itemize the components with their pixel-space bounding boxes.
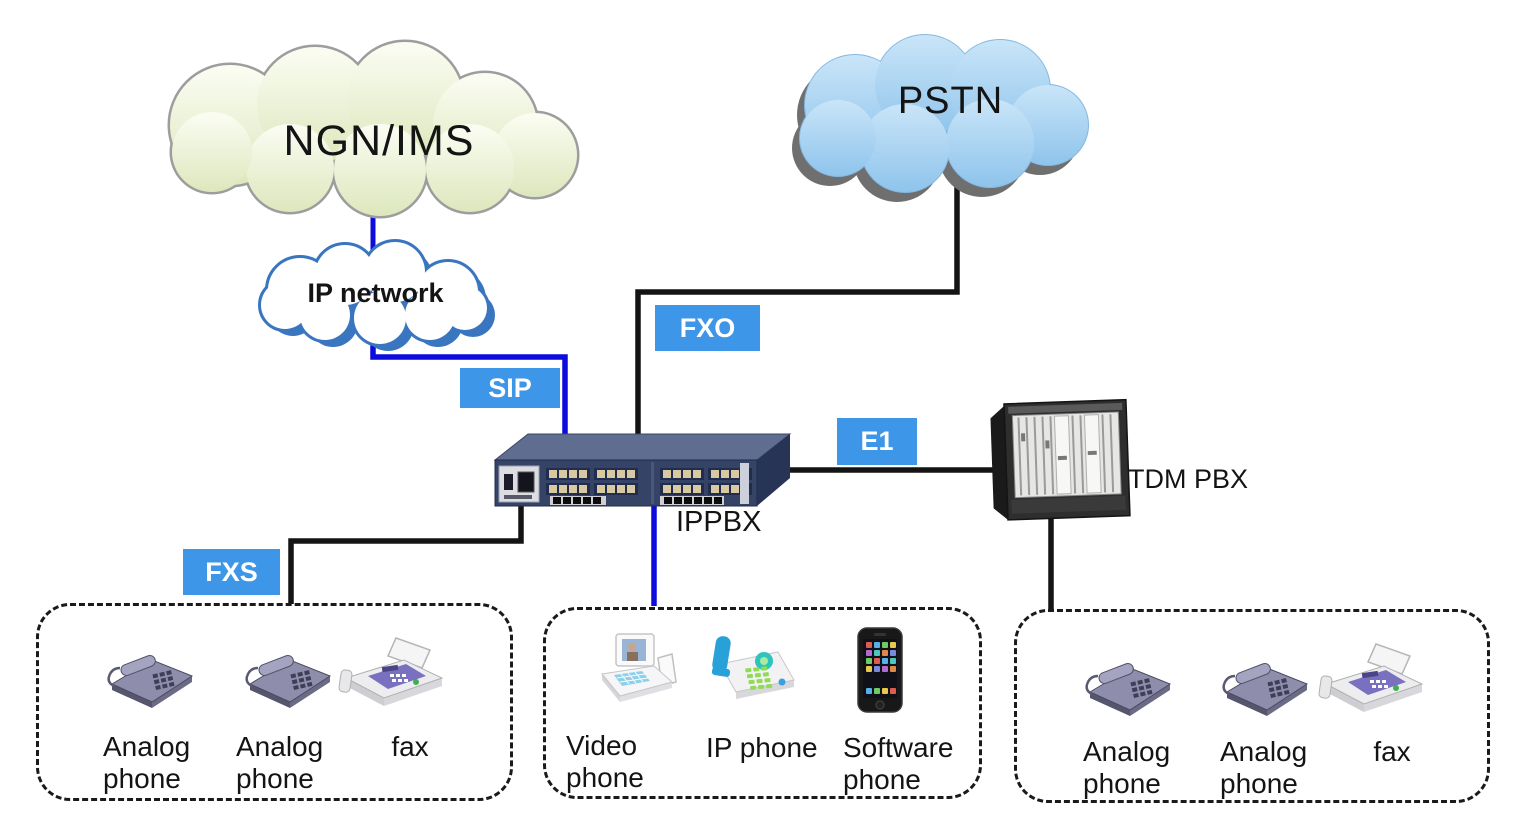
analog-phone-label: Analog phone — [103, 731, 191, 795]
pstn-label: PSTN — [897, 80, 1004, 122]
sip-link-label: SIP — [460, 368, 560, 408]
fax-label: fax — [1373, 736, 1411, 767]
fxo-link-label: FXO — [655, 305, 760, 351]
connection-lines — [288, 165, 1054, 610]
fxs-zone-box — [36, 603, 513, 801]
ip-phone-label: IP phone — [706, 732, 818, 763]
analog-phone-label: Analog phone — [1220, 736, 1308, 800]
ngn-ims-label: NGN/IMS — [283, 117, 475, 165]
analog-phone-label: Analog phone — [236, 731, 324, 795]
fax-label: fax — [391, 731, 429, 762]
fxs-connection-line — [288, 498, 524, 604]
ippbx-rack-icon — [493, 433, 792, 507]
fxs-link-label: FXS — [183, 549, 280, 595]
video-phone-label: Video phone — [566, 730, 644, 794]
fxo-connection-line — [635, 165, 960, 444]
tdm-pbx-chassis-icon — [990, 398, 1131, 521]
analog-phone-label: Analog phone — [1083, 736, 1171, 800]
ip-phones-zone-box — [543, 607, 982, 799]
software-phone-label: Software phone — [843, 732, 954, 796]
tdm-pbx-label: TDM PBX — [1128, 464, 1249, 494]
ippbx-label: IPPBX — [676, 506, 762, 538]
ip-network-label: IP network — [307, 278, 444, 308]
tdm-zone-box — [1014, 609, 1490, 803]
e1-link-label: E1 — [837, 418, 917, 465]
